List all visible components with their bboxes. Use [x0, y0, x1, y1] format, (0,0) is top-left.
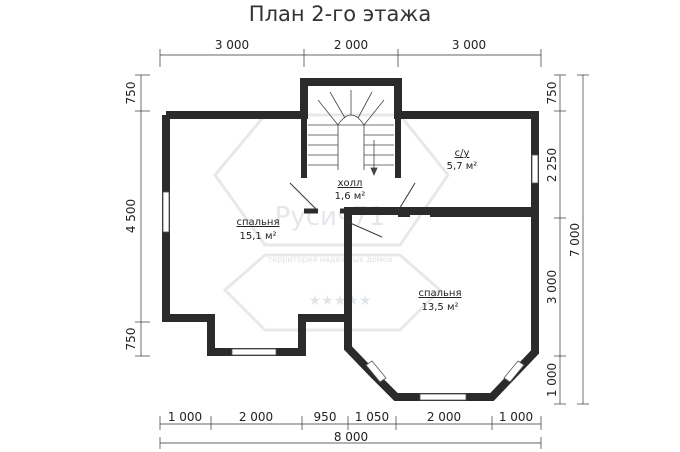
room-hall-area: 1,6 м² — [335, 191, 366, 202]
dim-right-3: 3 000 — [545, 270, 559, 304]
dim-left-2: 4 500 — [124, 199, 138, 233]
watermark-tagline: территория надежных домов — [268, 255, 393, 264]
dim-bottom-2: 2 000 — [239, 410, 273, 424]
room-bedroom-right-name: спальня — [418, 288, 461, 299]
room-bath-name: с/у — [455, 148, 470, 159]
door-swing-3 — [347, 221, 383, 238]
room-bedroom-left-area: 15,1 м² — [240, 231, 277, 242]
windows — [162, 154, 539, 401]
dim-right-2: 2 250 — [545, 148, 559, 182]
dim-bottom-3: 950 — [314, 410, 337, 424]
dim-right-total: 7 000 — [568, 223, 582, 257]
watermark-stars: ★★★★★ — [309, 293, 372, 309]
room-bedroom-right-area: 13,5 м² — [422, 302, 459, 313]
dim-bottom-6: 1 000 — [499, 410, 533, 424]
dim-top-1: 3 000 — [215, 38, 249, 52]
dim-top-2: 2 000 — [334, 38, 368, 52]
dim-left-3: 750 — [124, 328, 138, 351]
dimension-lines — [135, 49, 589, 449]
dim-bottom-5: 2 000 — [427, 410, 461, 424]
exterior-walls-left — [162, 115, 348, 356]
dim-right-4: 1 000 — [545, 363, 559, 397]
room-bath-area: 5,7 м² — [447, 161, 478, 172]
door-swing-1 — [289, 182, 319, 212]
watermark-brand: Русич71 — [275, 202, 386, 232]
room-bedroom-left-name: спальня — [236, 217, 279, 228]
dim-left-1: 750 — [124, 82, 138, 105]
dim-bottom-1: 1 000 — [168, 410, 202, 424]
dim-bottom-total: 8 000 — [334, 430, 368, 444]
room-hall-name: холл — [338, 178, 363, 189]
dim-top-3: 3 000 — [452, 38, 486, 52]
door-swing-2 — [397, 182, 416, 212]
dim-right-1: 750 — [545, 82, 559, 105]
staircase — [308, 90, 394, 177]
plan-title: План 2-го этажа — [248, 2, 432, 26]
dim-bottom-4: 1 050 — [355, 410, 389, 424]
